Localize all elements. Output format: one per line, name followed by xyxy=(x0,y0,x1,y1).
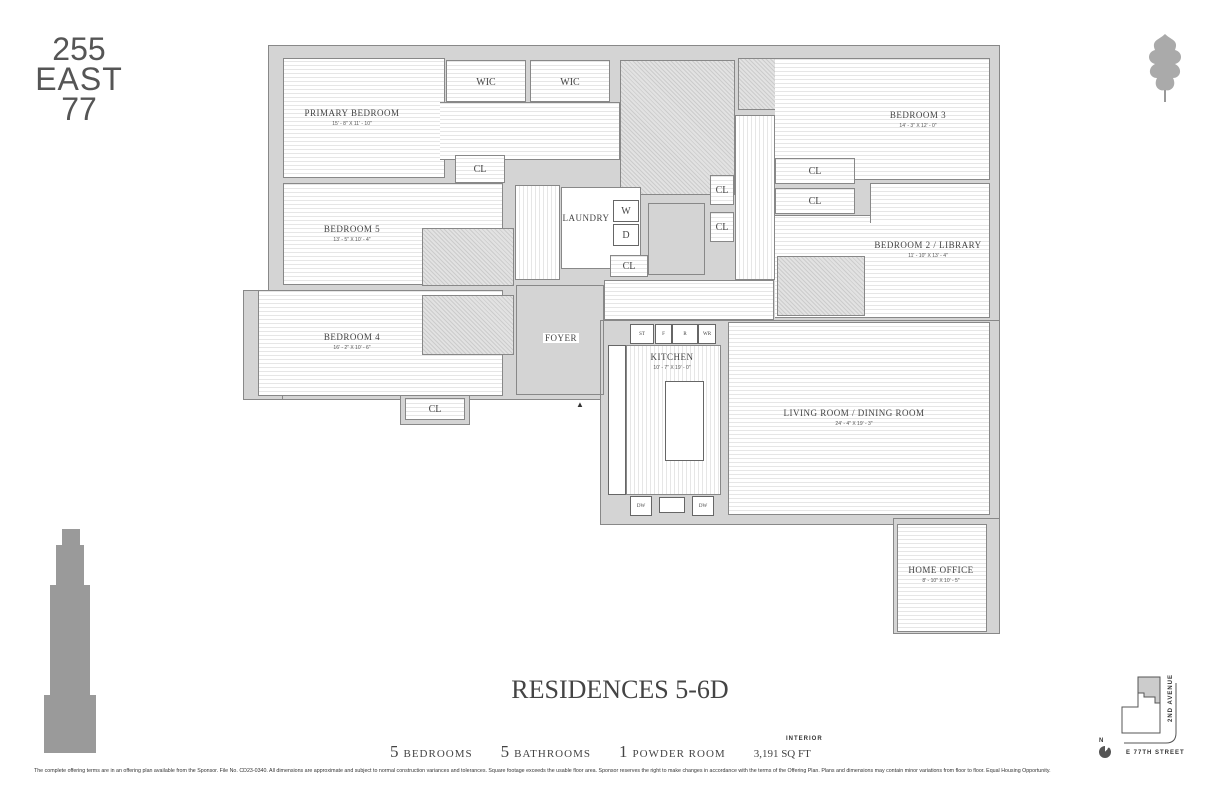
room-foyer xyxy=(516,285,604,395)
primary-bath xyxy=(620,60,735,195)
bath-4 xyxy=(422,295,514,355)
dryer: D xyxy=(613,224,639,246)
closet xyxy=(455,155,505,183)
key-plan xyxy=(1121,676,1177,744)
room-bedroom-2 xyxy=(870,183,990,223)
building-illustration xyxy=(44,529,96,753)
interior-label: INTERIOR xyxy=(786,736,823,742)
hallway xyxy=(735,115,775,280)
logo-line: 77 xyxy=(61,91,97,127)
gallery xyxy=(604,280,774,320)
closet-label: CL xyxy=(808,165,822,177)
closet xyxy=(405,398,465,420)
room-primary-bedroom xyxy=(440,102,620,160)
kitchen-island xyxy=(665,381,704,461)
bath-2 xyxy=(777,256,865,316)
logo: 255 EAST 77 xyxy=(34,31,124,127)
oak-leaf-icon xyxy=(1149,34,1181,102)
logo-line: 255 xyxy=(52,31,106,67)
room-wic xyxy=(446,60,526,102)
closet-label: CL xyxy=(715,184,729,196)
room-wic xyxy=(530,60,610,102)
logo-line: EAST xyxy=(35,61,123,97)
closet xyxy=(710,212,734,242)
closet-label: CL xyxy=(622,260,636,272)
room-label: LAUNDRY xyxy=(562,213,610,223)
appliance-wr: WR xyxy=(698,324,716,344)
compass-icon xyxy=(1099,746,1111,758)
room-label: FOYER xyxy=(542,333,580,343)
disclaimer: The complete offering terms are in an of… xyxy=(34,768,1051,774)
bath-5 xyxy=(422,228,514,286)
avenue-label: 2ND AVENUE xyxy=(1168,673,1174,722)
wic-label: WIC xyxy=(476,77,496,88)
appliance-st: ST xyxy=(630,324,654,344)
appliance-r: R xyxy=(672,324,698,344)
residence-title: RESIDENCES 5-6D xyxy=(511,675,729,704)
closet xyxy=(775,158,855,184)
closet-label: CL xyxy=(473,163,487,175)
closet xyxy=(710,175,734,205)
entry-arrow-icon: ▲ xyxy=(576,400,584,409)
street-label: E 77TH STREET xyxy=(1126,750,1185,756)
closet xyxy=(610,255,648,277)
closet-label: CL xyxy=(808,195,822,207)
room-home-office xyxy=(897,524,987,632)
dishwasher: DW xyxy=(630,496,652,516)
appliance-f: F xyxy=(655,324,672,344)
north-label: N xyxy=(1099,738,1104,744)
hallway xyxy=(515,185,560,280)
closet-label: CL xyxy=(428,403,442,415)
room-primary-bedroom xyxy=(283,58,445,178)
powder-room xyxy=(648,203,705,275)
dishwasher: DW xyxy=(692,496,714,516)
kitchen-sink xyxy=(659,497,685,513)
kitchen-counter xyxy=(608,345,626,495)
washer: W xyxy=(613,200,639,222)
wic-label: WIC xyxy=(560,77,580,88)
closet-label: CL xyxy=(715,221,729,233)
closet xyxy=(775,188,855,214)
room-living-dining xyxy=(728,322,990,515)
